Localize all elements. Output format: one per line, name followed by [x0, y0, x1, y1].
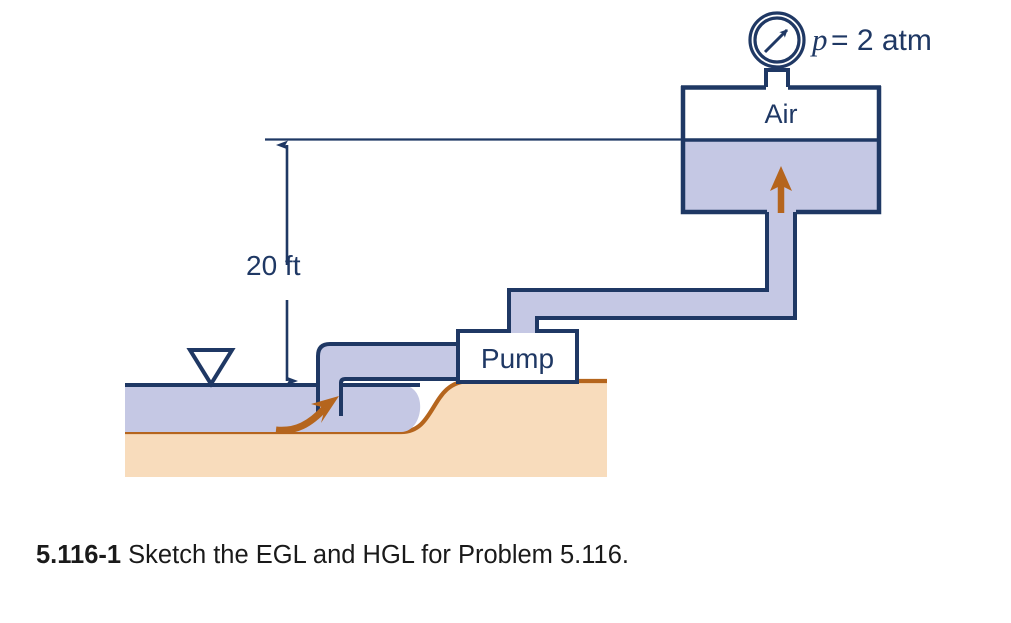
- pump-unit: [456, 329, 579, 384]
- pump-label: Pump: [481, 343, 554, 374]
- pressure-gauge: [748, 11, 806, 87]
- elevation-label: 20 ft: [246, 250, 301, 281]
- flow-arrow-tank: [770, 166, 792, 213]
- discharge-pipe: [507, 213, 797, 333]
- tank-gas-label: Air: [765, 99, 798, 129]
- gauge-needle: [763, 28, 789, 54]
- pressure-symbol-label: p: [810, 22, 828, 57]
- flow-arrow-intake: [275, 396, 339, 434]
- caption-text: Sketch the EGL and HGL for Problem 5.116…: [121, 541, 630, 569]
- reservoir-water: [125, 383, 421, 432]
- pressure-value-label: = 2 atm: [831, 24, 932, 57]
- free-surface-triangle: [186, 348, 236, 388]
- caption-number: 5.116-1: [36, 541, 122, 569]
- figure-caption: 5.116-1 Sketch the EGL and HGL for Probl…: [36, 538, 976, 572]
